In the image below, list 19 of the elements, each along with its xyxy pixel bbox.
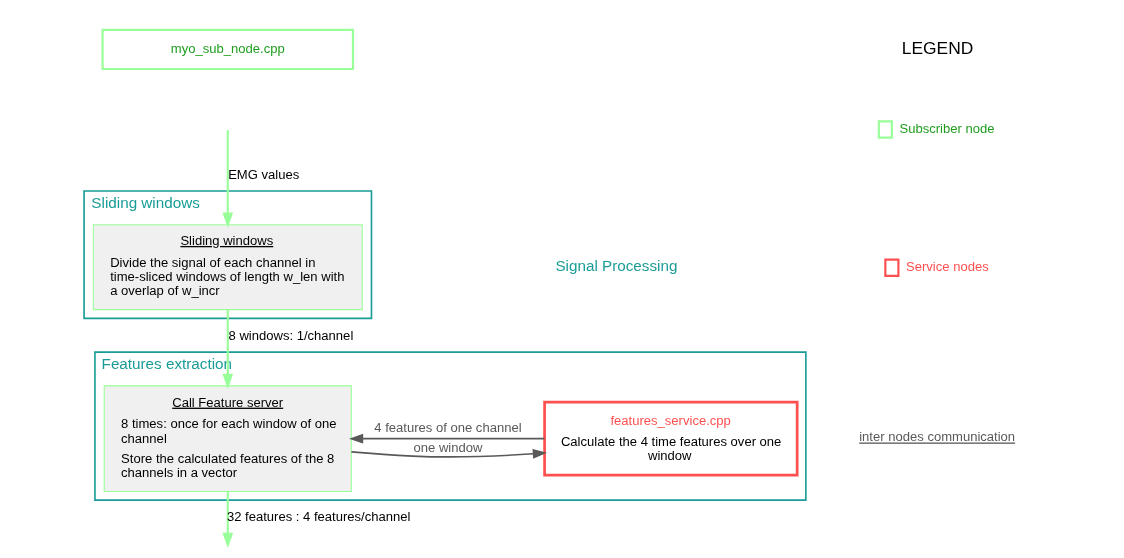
arrow xyxy=(350,448,547,459)
arrow xyxy=(222,130,234,228)
arrow xyxy=(222,309,234,389)
node-box: myo_sub_node.cpp xyxy=(101,28,355,71)
label: Signal Processing xyxy=(555,257,678,275)
edge-label: 4 features of one channel xyxy=(374,419,522,435)
arrow xyxy=(222,491,234,549)
label: LEGEND xyxy=(901,37,974,58)
edge-label: EMG values xyxy=(228,166,300,182)
legend-label: inter nodes communication xyxy=(859,429,1016,445)
node-box: Sliding windows Divide the signal of each channel in time-sliced windows of length w_len with a overlap of w_incr xyxy=(92,224,363,311)
edge-label: 32 features : 4 features/channel xyxy=(226,509,411,525)
arrow xyxy=(349,433,546,444)
edge-label: 8 windows: 1/channel xyxy=(228,327,354,343)
edge-label: one window xyxy=(413,440,483,456)
legend-label: Service nodes xyxy=(906,259,989,275)
node-box: Call Feature server 8 times: once for each window of one channel Store the calculated features of the 8 channels in a vector xyxy=(103,385,352,492)
node-box: features_service.cpp Calculate the 4 time features over one window xyxy=(543,400,799,477)
legend-label: Subscriber node xyxy=(899,120,995,136)
